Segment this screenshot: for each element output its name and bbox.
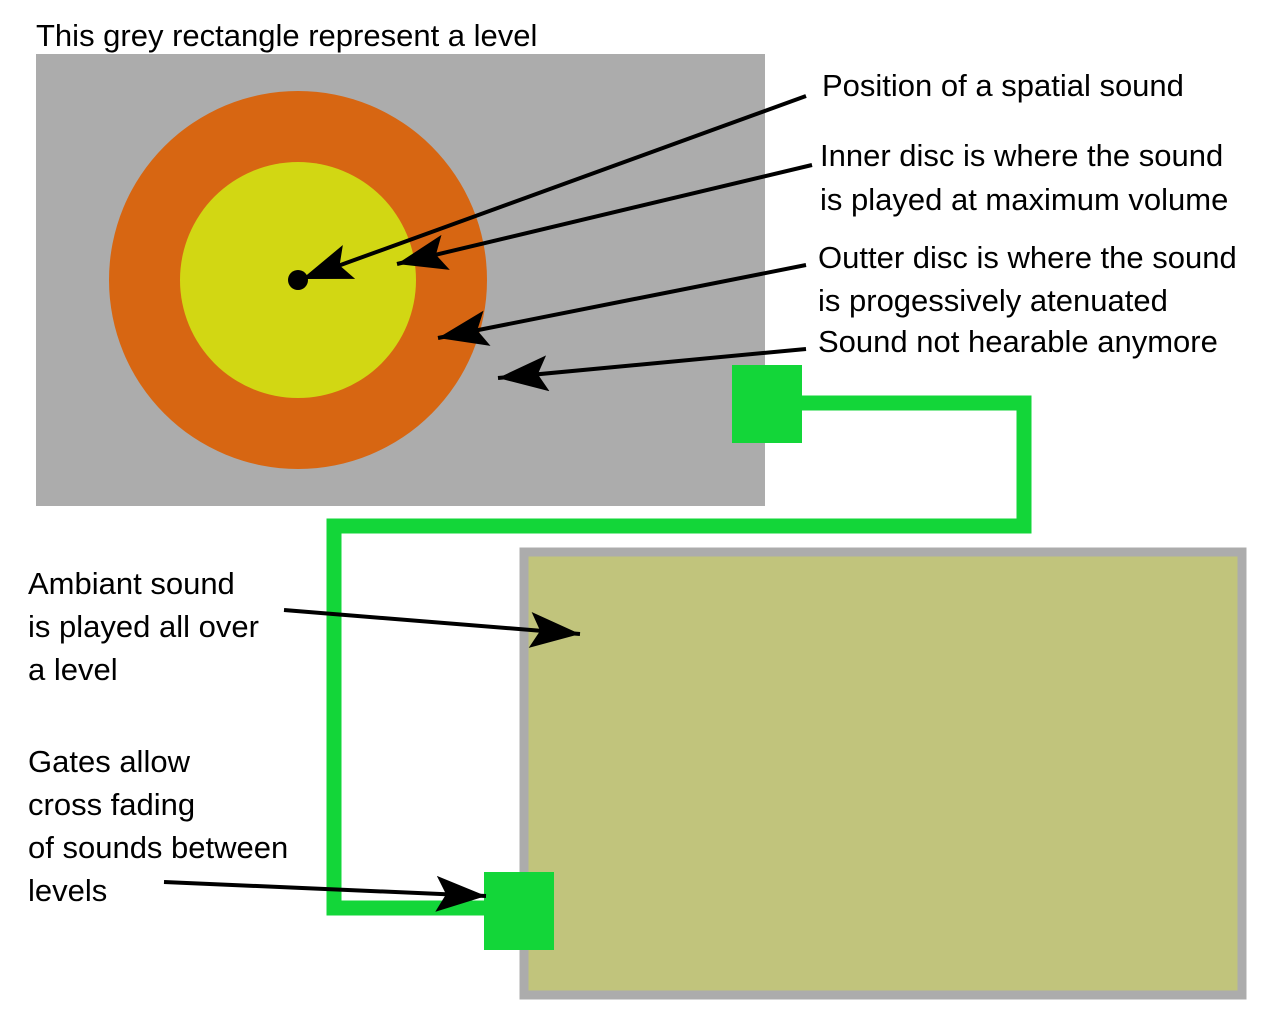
gates-label-line-2: cross fading: [28, 787, 196, 822]
ambient-label-line-3: a level: [28, 652, 118, 687]
arrow-to-position: [301, 94, 807, 281]
inner-disc-label-line-1: Inner disc is where the sound: [820, 138, 1224, 173]
gates-label-line-1: Gates allow: [28, 744, 190, 779]
gate-2: [484, 872, 554, 950]
ambient-label-line-1: Ambiant sound: [28, 566, 235, 601]
outer-disc-label-line-1: Outter disc is where the sound: [818, 240, 1237, 275]
outer-disc-label-line-2: is progessively atenuated: [818, 283, 1168, 318]
inner-disc-label-line-2: is played at maximum volume: [820, 182, 1229, 217]
position-label: Position of a spatial sound: [822, 68, 1184, 103]
arrow-to-outer-disc: [437, 263, 807, 346]
arrow-to-gate: [163, 875, 487, 912]
not-hearable-label: Sound not hearable anymore: [818, 324, 1218, 359]
gate-connector-path: [326, 395, 1032, 916]
gates-label-line-3: of sounds between: [28, 830, 289, 865]
arrow-to-grey-area: [497, 347, 807, 392]
level-caption: This grey rectangle represent a level: [36, 18, 538, 53]
arrow-to-inner-disc: [396, 163, 813, 270]
ambient-label-line-2: is played all over: [28, 609, 259, 644]
gate-1: [732, 365, 802, 443]
gates-label-line-4: levels: [28, 873, 108, 908]
level-2-rectangle: [519, 547, 1247, 1000]
arrow-to-ambient-area: [283, 608, 581, 648]
